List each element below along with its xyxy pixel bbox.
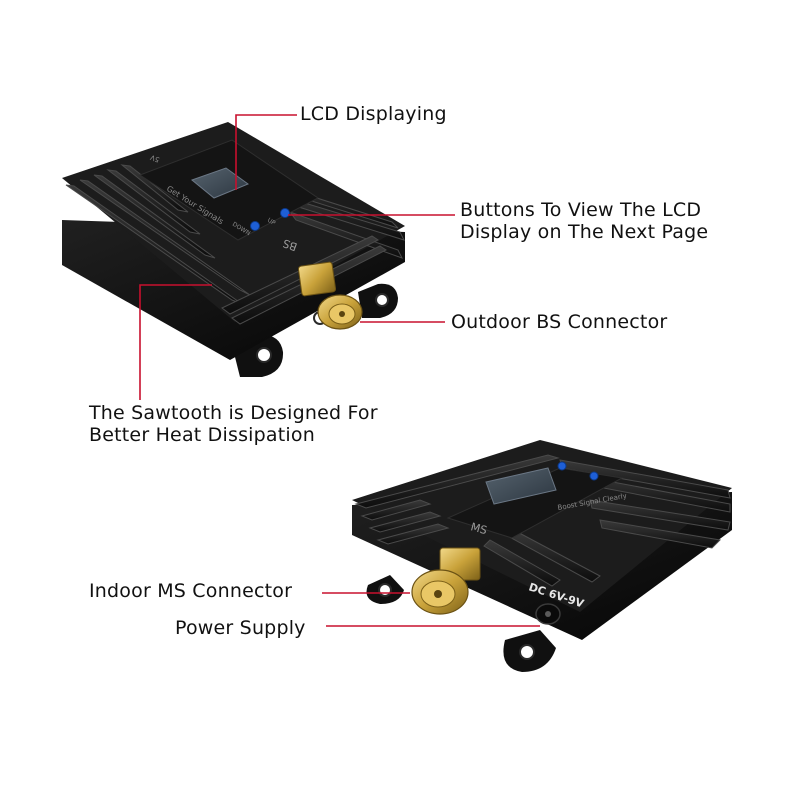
callout-indoor-text: Indoor MS Connector [89, 580, 293, 602]
top-lcd-screen [190, 167, 250, 199]
top-up-label: UP [266, 217, 277, 227]
top-up-button[interactable] [280, 208, 290, 218]
leader-lines [139, 114, 540, 627]
callout-sawtooth-line1: The Sawtooth is Designed For [89, 402, 378, 424]
leader-sawtooth [139, 284, 212, 400]
leader-lcd [235, 114, 297, 190]
bottom-port-label: MS [469, 520, 488, 537]
top-mount-hole-left [256, 347, 272, 363]
callout-power-text: Power Supply [175, 617, 306, 639]
callout-buttons: Buttons To View The LCD Display on The N… [460, 199, 708, 243]
bottom-mount-hole-front [519, 644, 535, 660]
bottom-lcd-screen [485, 467, 557, 505]
bottom-button-1[interactable] [557, 461, 567, 471]
top-mount-hole-right [375, 293, 389, 307]
top-port-label: BS [281, 236, 299, 253]
callout-outdoor-text: Outdoor BS Connector [451, 311, 668, 333]
callout-sawtooth: The Sawtooth is Designed For Better Heat… [89, 402, 378, 446]
top-power-mark: 5V [149, 153, 161, 164]
callout-buttons-line1: Buttons To View The LCD [460, 199, 702, 221]
bottom-button-2[interactable] [589, 471, 599, 481]
callout-outdoor-bs: Outdoor BS Connector [451, 311, 667, 333]
callout-lcd-text: LCD Displaying [300, 103, 447, 125]
top-bs-connector[interactable] [297, 261, 363, 330]
callout-power-supply: Power Supply [175, 617, 306, 639]
callout-indoor-ms: Indoor MS Connector [89, 580, 292, 602]
callout-buttons-line2: Display on The Next Page [460, 221, 709, 243]
bottom-mount-hole-left [378, 583, 392, 597]
callout-sawtooth-line2: Better Heat Dissipation [89, 424, 315, 446]
top-down-button[interactable] [250, 221, 260, 231]
bottom-repeater-device: Boost Signal Clearly MS DC 6V-9V [352, 440, 732, 672]
bottom-ms-connector[interactable] [411, 547, 481, 615]
top-repeater-device: Get Your Signals UP DOWN BS 5V [62, 122, 405, 377]
callout-lcd-displaying: LCD Displaying [300, 103, 447, 125]
bottom-heatsink-fins [354, 454, 731, 587]
bottom-dc-power-jack[interactable] [535, 603, 561, 625]
